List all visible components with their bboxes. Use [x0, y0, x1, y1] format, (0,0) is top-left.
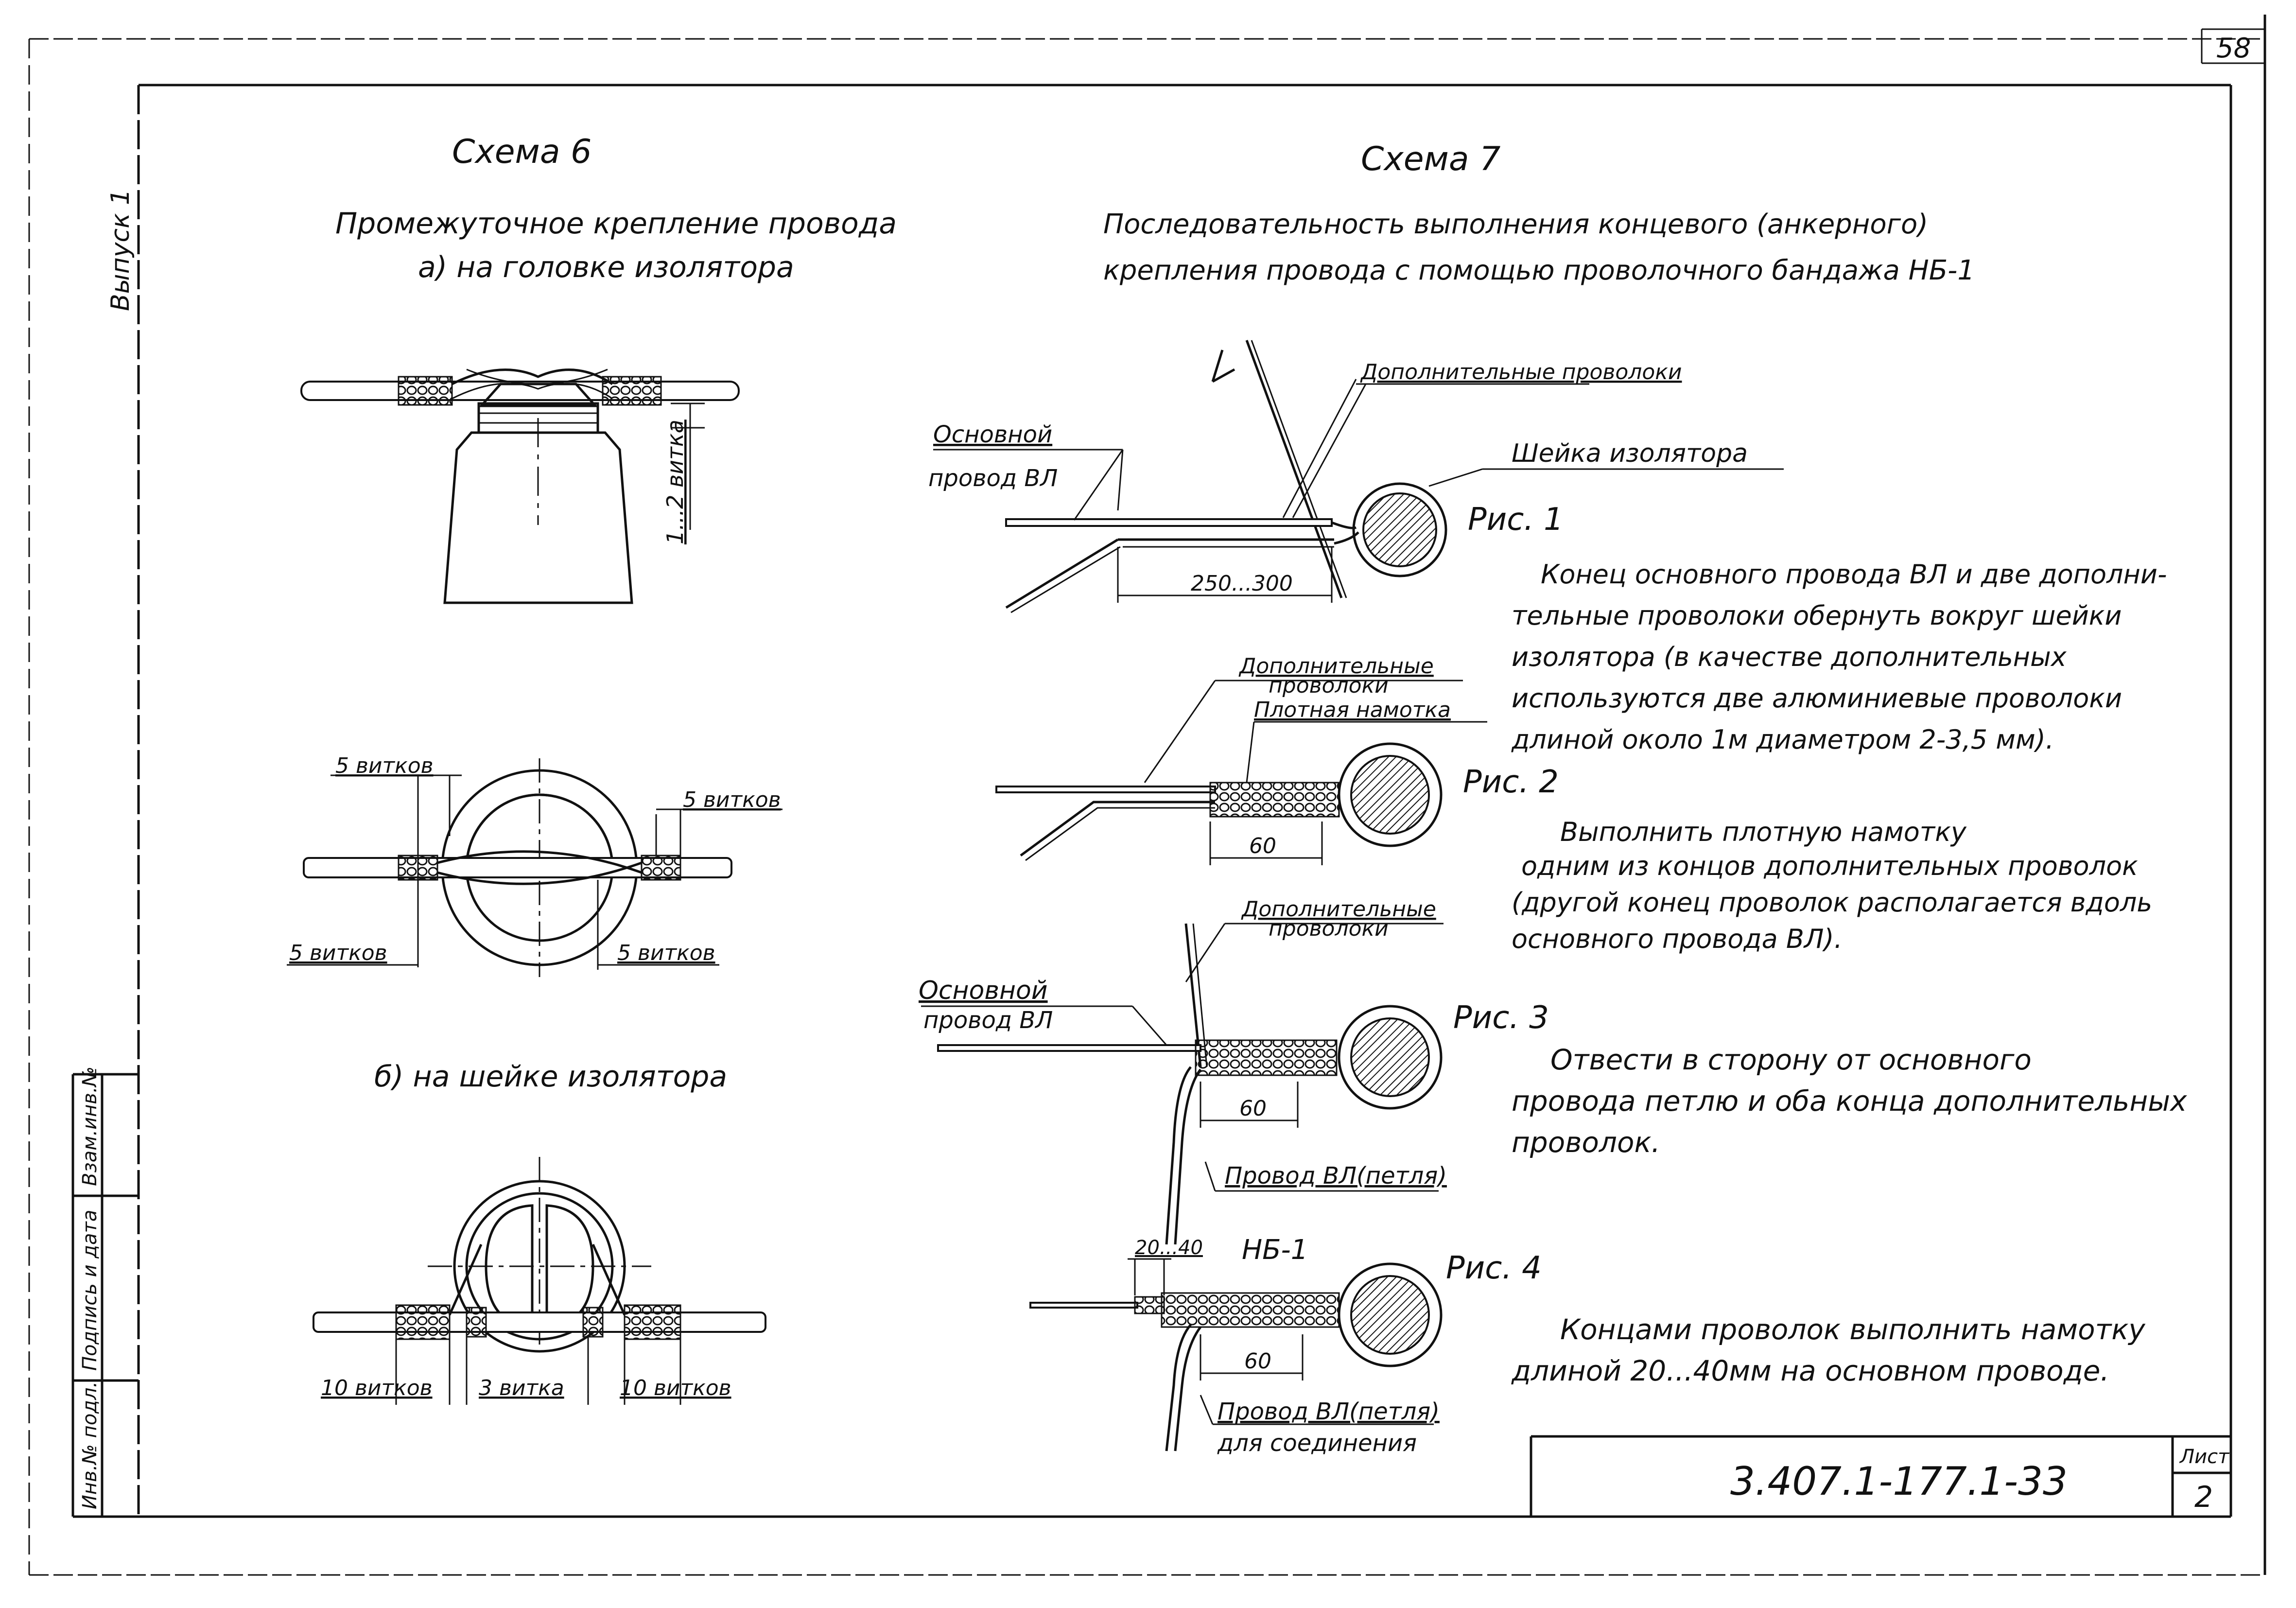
fig3-text-2: провода петлю и оба конца дополнительных: [1512, 1084, 2187, 1118]
fig2-text-3: (другой конец проволок располагается вдо…: [1512, 887, 2152, 918]
vypusk-label: Выпуск 1: [106, 189, 135, 311]
fig2-text-2: одним из концов дополнительных проволок: [1521, 851, 2138, 881]
turns5-top-left: 5 витков: [335, 753, 434, 778]
fig4-dim: 60: [1244, 1349, 1271, 1374]
scheme6-title: Схема 6: [452, 133, 591, 171]
scheme7-subtitle-1: Последовательность выполнения концевого …: [1103, 209, 1928, 240]
scheme6-subtitle: Промежуточное крепление провода: [335, 207, 897, 241]
fig2-dim: 60: [1249, 834, 1276, 858]
list-label: Лист: [2179, 1446, 2230, 1468]
fig3-loop: Провод ВЛ(петля): [1225, 1162, 1447, 1189]
fig1-text-4: используются две алюминиевые проволоки: [1512, 683, 2122, 714]
fig1-add-wires: Дополнительные проволоки: [1360, 360, 1682, 385]
fig1-dim: 250...300: [1191, 571, 1293, 596]
stamp-label-vzam: Взам.инв.№: [79, 1066, 101, 1186]
fig1-drawing: [933, 340, 1784, 613]
fig3-add-wires-2: проволоки: [1269, 916, 1389, 941]
fig4-loop-2: для соединения: [1217, 1430, 1417, 1457]
fig2-label: Рис. 2: [1463, 764, 1559, 800]
fig3-main-wire-2: провод ВЛ: [923, 1007, 1053, 1034]
scheme7-title: Схема 7: [1361, 140, 1500, 178]
list-number: 2: [2194, 1480, 2213, 1514]
fig3-add-wires-1: Дополнительные: [1241, 897, 1436, 922]
page-number: 58: [2216, 33, 2251, 64]
turns5-top-right: 5 витков: [683, 787, 781, 812]
turns10-left: 10 витков: [321, 1376, 433, 1400]
fig2-add-wires-1: Дополнительные: [1238, 654, 1434, 679]
fig2-add-wires-2: проволоки: [1269, 673, 1389, 698]
fig2-dense: Плотная намотка: [1254, 698, 1451, 722]
fig1-text-3: изолятора (в качестве дополнительных: [1512, 642, 2067, 672]
scheme7-subtitle-2: крепления провода с помощью проволочного…: [1103, 255, 1975, 286]
turns10-right: 10 витков: [620, 1376, 731, 1400]
fig4-dim-small: 20...40: [1135, 1237, 1203, 1259]
fig2-text-1: Выполнить плотную намотку: [1560, 817, 1967, 847]
insulator-head-figure: [300, 368, 740, 604]
side-stamp: [71, 1073, 139, 1518]
doc-code: 3.407.1-177.1-33: [1730, 1459, 2068, 1504]
fig1-text-5: длиной около 1м диаметром 2-3,5 мм).: [1511, 724, 2054, 755]
stamp-label-inv: Инв.№ подл.: [79, 1381, 101, 1509]
fig1-text-1: Конец основного провода ВЛ и две дополни…: [1541, 559, 2167, 590]
fig1-label: Рис. 1: [1468, 502, 1564, 538]
fig3-main-wire-1: Основной: [919, 976, 1048, 1005]
fig3-dim: 60: [1239, 1096, 1267, 1121]
turns-top-label: 1...2 витка: [662, 419, 688, 544]
fig4-text-1: Концами проволок выполнить намотку: [1560, 1313, 2145, 1346]
fig1-main-wire-1: Основной: [933, 421, 1052, 448]
turns5-bottom-right: 5 витков: [617, 941, 715, 965]
fig3-text-3: проволок.: [1512, 1126, 1660, 1159]
fig1-text-2: тельные проволоки обернуть вокруг шейки: [1512, 600, 2122, 631]
title-block: [1530, 1435, 2231, 1517]
fig1-main-wire-2: провод ВЛ: [928, 465, 1058, 492]
fig2-text-4: основного провода ВЛ).: [1512, 924, 1843, 954]
fig3-drawing: [921, 923, 1444, 1245]
turns5-bottom-left: 5 витков: [289, 941, 387, 965]
sheet-border: [28, 15, 2266, 1576]
fig1-neck: Шейка изолятора: [1512, 439, 1748, 468]
insulator-top-view: [287, 758, 783, 977]
insulator-neck-figure: [313, 1157, 766, 1405]
turns3-center: 3 витка: [479, 1376, 564, 1400]
fig4-nb: НБ-1: [1242, 1234, 1308, 1266]
fig4-text-2: длиной 20...40мм на основном проводе.: [1511, 1354, 2109, 1387]
fig4-label: Рис. 4: [1446, 1250, 1542, 1286]
fig3-label: Рис. 3: [1453, 1000, 1549, 1036]
fig4-drawing: [1029, 1258, 1443, 1451]
fig4-loop-1: Провод ВЛ(петля): [1218, 1398, 1440, 1425]
scheme6-part-a: а) на головке изолятора: [418, 250, 794, 284]
fig2-drawing: [995, 680, 1487, 865]
fig3-text-1: Отвести в сторону от основного: [1550, 1043, 2032, 1076]
stamp-label-sign: Подпись и дата: [79, 1210, 101, 1371]
scheme6-part-b: б) на шейке изолятора: [374, 1060, 727, 1094]
